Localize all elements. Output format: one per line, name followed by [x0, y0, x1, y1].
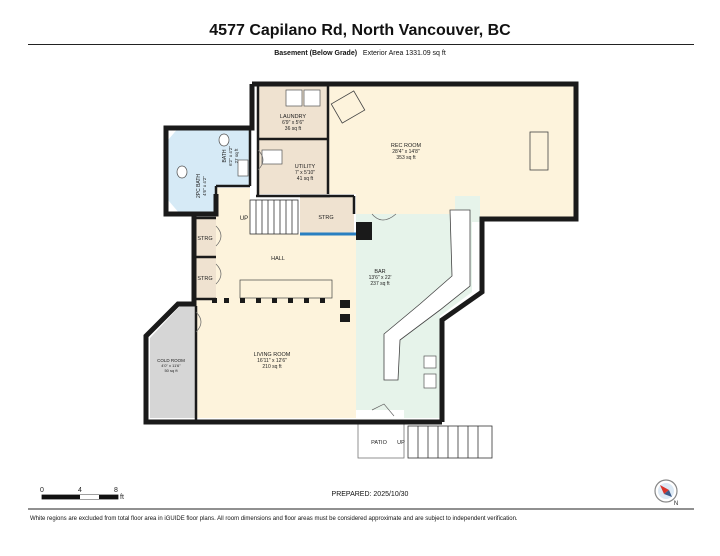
compass-north-label: N: [674, 501, 678, 507]
strg-left2-label: STRG: [197, 276, 212, 282]
label-laundry: LAUNDRY 6'9" x 5'6" 36 sq ft: [280, 114, 307, 132]
patio-label: PATIO: [371, 440, 387, 446]
utility-name: UTILITY: [295, 164, 316, 170]
living-room-dims: 16'11" x 12'6": [257, 358, 287, 364]
scale-tick-8: 8: [114, 487, 118, 494]
hall-fill: [216, 188, 356, 300]
prepared-date: PREPARED: 2025/10/30: [331, 491, 409, 498]
vanity-sink: [237, 159, 249, 177]
page-title: 4577 Capilano Rd, North Vancouver, BC: [209, 22, 511, 39]
structural-column: [356, 222, 372, 240]
living-posts: [212, 298, 350, 322]
label-utility: UTILITY 7' x 5'10" 41 sq ft: [295, 164, 316, 182]
cold-room-name: COLD ROOM: [157, 358, 185, 363]
scale-tick-4: 4: [78, 487, 82, 494]
bath2-name: 2PC BATH: [196, 174, 202, 198]
laundry-dims: 6'9" x 5'6": [282, 120, 304, 126]
label-rec-room: REC ROOM 28'4" x 14'8" 353 sq ft: [391, 143, 422, 161]
label-bath: BATH 6'2" x 4'2" 27 sq ft: [222, 146, 239, 166]
patio-stair: [407, 425, 493, 459]
bar-sink: [423, 355, 437, 369]
exterior-walls: [143, 81, 579, 425]
washer: [285, 89, 303, 107]
utility-area: 41 sq ft: [297, 176, 314, 182]
bath-area: 27 sq ft: [234, 148, 239, 164]
footer-note: White regions are excluded from total fl…: [30, 516, 518, 522]
hall-label: HALL: [271, 256, 285, 262]
rec-table: [529, 131, 549, 171]
cold-room-area: 50 sq ft: [164, 368, 178, 373]
bar-cooktop: [423, 373, 437, 389]
bar-counter: [383, 209, 471, 381]
label-bar: BAR 13'6" x 22' 237 sq ft: [369, 269, 392, 287]
bar-dims: 13'6" x 22': [369, 275, 392, 281]
rec-room-dims: 28'4" x 14'8": [392, 149, 420, 155]
stair-up-label-patio: UP: [397, 440, 405, 446]
title-rule: [28, 44, 694, 45]
rec-room-fill: [328, 86, 574, 217]
scale-unit: ft: [120, 494, 124, 501]
living-room-name: LIVING ROOM: [254, 352, 291, 358]
level-subtitle: Basement (Below Grade) Exterior Area 133…: [0, 50, 720, 57]
strg-left2-fill: [194, 258, 216, 298]
scale-tick-0: 0: [40, 487, 44, 494]
toilet-1: [218, 133, 230, 147]
laundry-area: 36 sq ft: [285, 126, 302, 132]
strg-left1-fill: [194, 218, 216, 256]
compass-icon: N: [654, 479, 678, 507]
interior-stair: [249, 199, 299, 235]
bar-area: 237 sq ft: [370, 281, 390, 287]
rec-room-area: 353 sq ft: [396, 155, 416, 161]
rec-room-name: REC ROOM: [391, 143, 422, 149]
bath-name: BATH: [222, 149, 228, 162]
bath-dims: 6'2" x 4'2": [228, 146, 233, 166]
bath2-dims: 4'6" x 4'2": [202, 176, 207, 196]
utility-dims: 7' x 5'10": [295, 170, 315, 176]
dryer: [303, 89, 321, 107]
patio-fill: [357, 423, 405, 459]
strg-top-label: STRG: [318, 215, 333, 221]
hall-shelf: [239, 279, 333, 299]
doors: [195, 149, 397, 417]
strg-top-fill: [300, 196, 354, 234]
bar-name: BAR: [374, 269, 385, 275]
exterior-area: Exterior Area 1331.09 sq ft: [362, 50, 446, 57]
stair-up-label-interior: UP: [240, 216, 248, 222]
label-2pc-bath: 2PC BATH 4'6" x 4'2": [196, 174, 207, 198]
label-living-room: LIVING ROOM 16'11" x 12'6" 210 sq ft: [254, 352, 291, 370]
living-room-fill: [196, 300, 356, 418]
rec-chair: [330, 90, 366, 124]
strg-left1-label: STRG: [197, 236, 212, 242]
level-name: Basement (Below Grade): [274, 50, 358, 57]
cold-room-dims: 4'0" x 11'6": [161, 363, 181, 368]
laundry-name: LAUNDRY: [280, 114, 307, 120]
label-cold-room: COLD ROOM 4'0" x 11'6" 50 sq ft: [157, 358, 185, 373]
interior-walls: [194, 86, 356, 420]
cold-room-fill: [150, 306, 196, 418]
scale-bar: 0 4 8 ft: [40, 487, 124, 501]
living-room-area: 210 sq ft: [262, 364, 282, 370]
bath-fill: [168, 126, 250, 214]
utility-fill: [258, 140, 328, 194]
toilet-2: [176, 165, 188, 179]
utility-tank: [261, 149, 283, 165]
